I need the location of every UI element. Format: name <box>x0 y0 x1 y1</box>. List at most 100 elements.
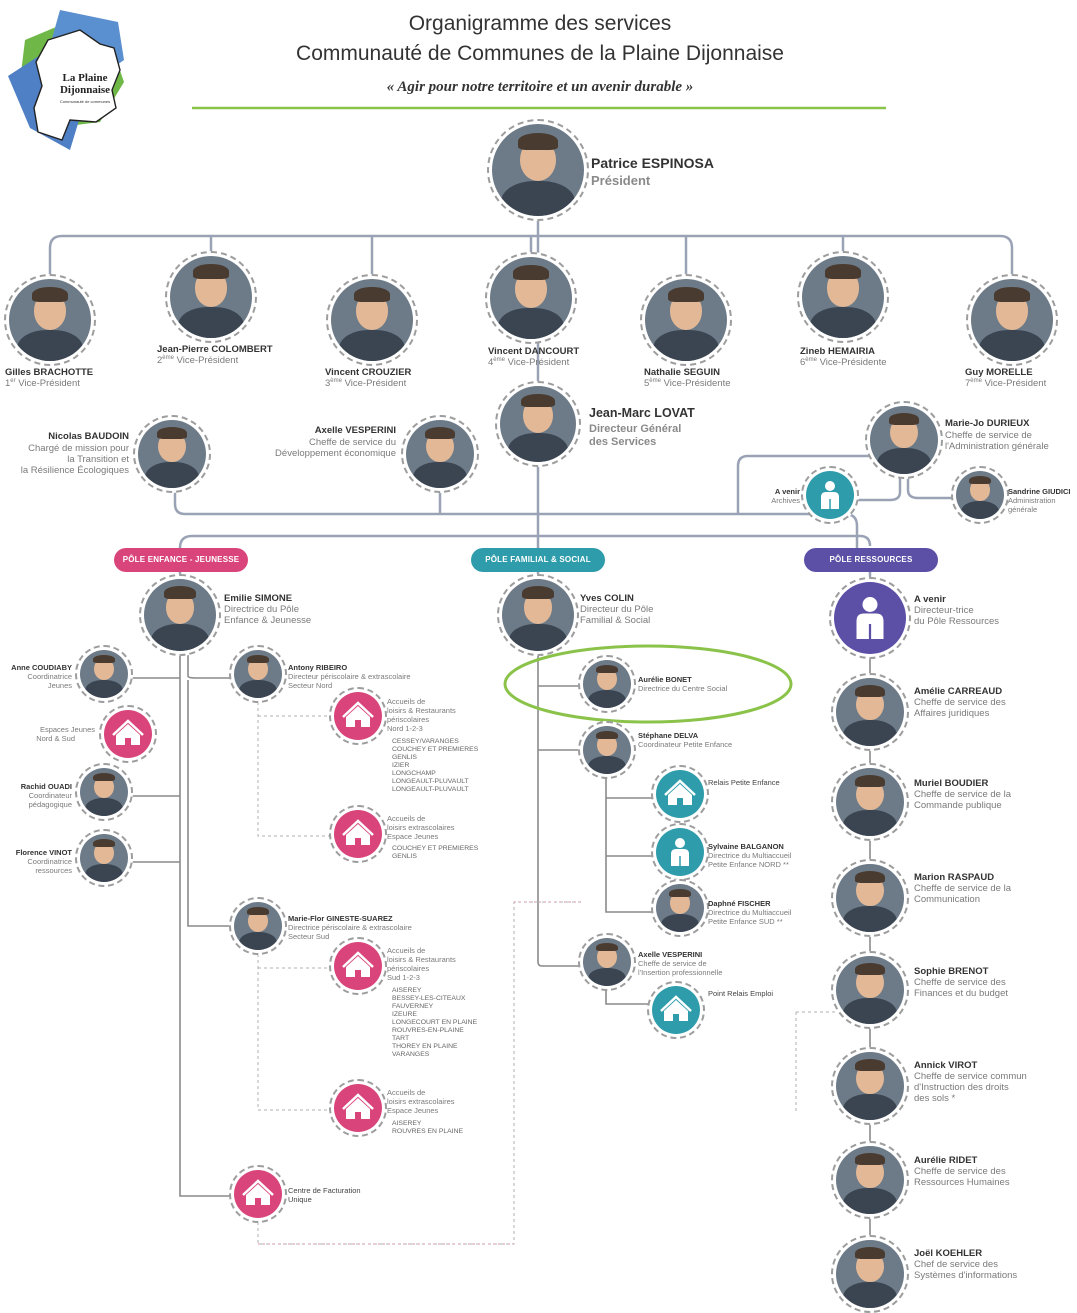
vp1-photo <box>9 279 91 361</box>
nord2-towns: COUCHEY ET PREMIERES GENLIS <box>392 845 479 860</box>
vp1-role: 1er Vice-Président <box>5 378 80 390</box>
vinot-role-1: Coordinatrice <box>27 857 72 866</box>
ressources-member-role-1: Cheffe de service des <box>914 697 1006 708</box>
vp5-name: Nathalie SEGUIN <box>644 367 721 378</box>
sud2-towns: AISEREY ROUVRES EN PLAINE <box>392 1120 464 1135</box>
ressources-member-role-2: Systèmes d'informations <box>914 1270 1018 1281</box>
vesperini-photo <box>406 420 474 488</box>
coudiaby-name: Anne COUDIABY <box>11 663 72 672</box>
vp4-role: 4ème Vice-Président <box>488 357 570 369</box>
pole-enfance-pill: PÔLE ENFANCE - JEUNESSE <box>114 548 248 572</box>
vesperini-name: Axelle VESPERINI <box>314 425 396 436</box>
delva-photo <box>583 726 631 774</box>
ressources-member-role-1: Cheffe de service commun <box>914 1071 1027 1082</box>
bonet-role: Directrice du Centre Social <box>638 684 728 693</box>
giudici-photo <box>956 471 1004 519</box>
ouadi-name: Rachid OUADI <box>20 782 72 791</box>
enfance-head-photo <box>144 579 216 651</box>
ressources-member-name: Muriel BOUDIER <box>914 778 989 789</box>
familial-head-photo <box>502 579 574 651</box>
virot-photo <box>836 1052 904 1120</box>
vp5-photo <box>645 279 727 361</box>
koehler-photo <box>836 1240 904 1308</box>
vp4-photo <box>490 257 572 339</box>
president-role: Président <box>591 173 651 188</box>
nord1-l3: périscolaires <box>387 715 430 724</box>
ressources-head-role-2: du Pôle Ressources <box>914 616 1000 627</box>
vesperini-role-1: Cheffe de service du <box>309 437 396 448</box>
ressources-member-role-2: Commande publique <box>914 800 1002 811</box>
vp2-name: Jean-Pierre COLOMBERT <box>157 344 273 355</box>
coudiaby-photo <box>80 650 128 698</box>
dgs-name: Jean-Marc LOVAT <box>589 406 695 420</box>
ressources-member-name: Annick VIROT <box>914 1060 978 1071</box>
giudici-role-1: Administration <box>1008 496 1056 505</box>
ressources-member-name: Joël KOEHLER <box>914 1248 983 1259</box>
logo-mark <box>8 10 124 150</box>
vp4-name: Vincent DANCOURT <box>488 346 580 357</box>
durieux-role-2: l'Administration générale <box>945 441 1049 452</box>
vesperini2-name: Axelle VESPERINI <box>638 950 703 959</box>
vp3-photo <box>331 279 413 361</box>
page-subtitle: Communauté de Communes de la Plaine Dijo… <box>296 42 784 65</box>
ressources-member-role-2: Affaires juridiques <box>914 708 990 719</box>
ressources-head-name: A venir <box>914 594 946 605</box>
espaces-jeunes-icon <box>104 710 152 758</box>
gineste-name: Marie-Flor GINESTE-SUAREZ <box>288 914 393 923</box>
ressources-member-role-2: Finances et du budget <box>914 988 1009 999</box>
nord2-icon <box>334 810 382 858</box>
nord1-icon <box>334 692 382 740</box>
durieux-role-1: Cheffe de service de <box>945 430 1032 441</box>
vp6-role: 6ème Vice-Présidente <box>800 357 887 369</box>
nord2-l2: loisirs extrascolaires <box>387 823 455 832</box>
facturation-icon <box>234 1170 282 1218</box>
balganon-icon <box>656 828 704 876</box>
vp2-photo <box>170 256 252 338</box>
ouadi-role-1: Coordinateur <box>28 791 72 800</box>
logo-title: La Plaine Dijonnaise <box>59 72 111 96</box>
sud1-l4: Sud 1-2-3 <box>387 973 420 982</box>
baudoin-name: Nicolas BAUDOIN <box>48 431 129 442</box>
carreaud-photo <box>836 678 904 746</box>
ressources-member-name: Marion RASPAUD <box>914 872 995 883</box>
espaces-jeunes-sub: Nord & Sud <box>36 734 75 743</box>
nord2-l3: Espace Jeunes <box>387 832 439 841</box>
vinot-role-2: ressources <box>35 866 72 875</box>
ribeiro-role-1: Directeur périscolaire & extrascolaire <box>288 672 411 681</box>
fischer-photo <box>656 884 704 932</box>
ressources-member-role-1: Chef de service des <box>914 1259 998 1270</box>
dgs-photo <box>500 386 576 462</box>
vinot-name: Florence VINOT <box>15 848 72 857</box>
dgs-role-2: des Services <box>589 436 657 448</box>
vp3-name: Vincent CROUZIER <box>325 367 412 378</box>
raspaud-photo <box>836 864 904 932</box>
relais-icon <box>656 770 704 818</box>
sud2-icon <box>334 1084 382 1132</box>
vinot-photo <box>80 834 128 882</box>
nord1-l1: Accueils de <box>387 697 426 706</box>
nord1-towns: CESSEY/VARANGES COUCHEY ET PREMIERES GEN… <box>392 738 479 793</box>
archives-name: A venir <box>774 487 800 496</box>
ressources-member-role-2: Communication <box>914 894 980 905</box>
sud1-icon <box>334 942 382 990</box>
vp7-role: 7ème Vice-Président <box>965 378 1047 390</box>
vp6-name: Zineb HEMAIRIA <box>800 346 875 357</box>
espaces-jeunes-label: Espaces Jeunes <box>39 725 95 734</box>
sud1-l2: loisirs & Restaurants <box>387 955 456 964</box>
ressources-head-role-1: Directeur-trice <box>914 605 974 616</box>
giudici-role-2: générale <box>1008 505 1038 514</box>
vp6-photo <box>802 256 884 338</box>
baudoin-role-1: Chargé de mission pour <box>28 443 129 454</box>
durieux-photo <box>870 406 938 474</box>
familial-head-role-2: Familial & Social <box>580 615 651 626</box>
president-name: Patrice ESPINOSA <box>591 155 714 171</box>
enfance-head-role-1: Directrice du Pôle <box>224 604 299 615</box>
ribeiro-photo <box>234 650 282 698</box>
sud1-towns: AISEREY BESSEY-LES-CITEAUX FAUVERNEY IZE… <box>392 987 478 1058</box>
baudoin-role-2: la Transition et <box>67 454 129 465</box>
dgs-role-1: Directeur Général <box>589 423 682 435</box>
vp7-name: Guy MORELLE <box>965 367 1033 378</box>
gineste-role-1: Directrice périscolaire & extrascolaire <box>288 923 412 932</box>
balganon-name: Sylvaine BALGANON <box>708 842 784 851</box>
ressources-member-name: Amélie CARREAUD <box>914 686 1003 697</box>
